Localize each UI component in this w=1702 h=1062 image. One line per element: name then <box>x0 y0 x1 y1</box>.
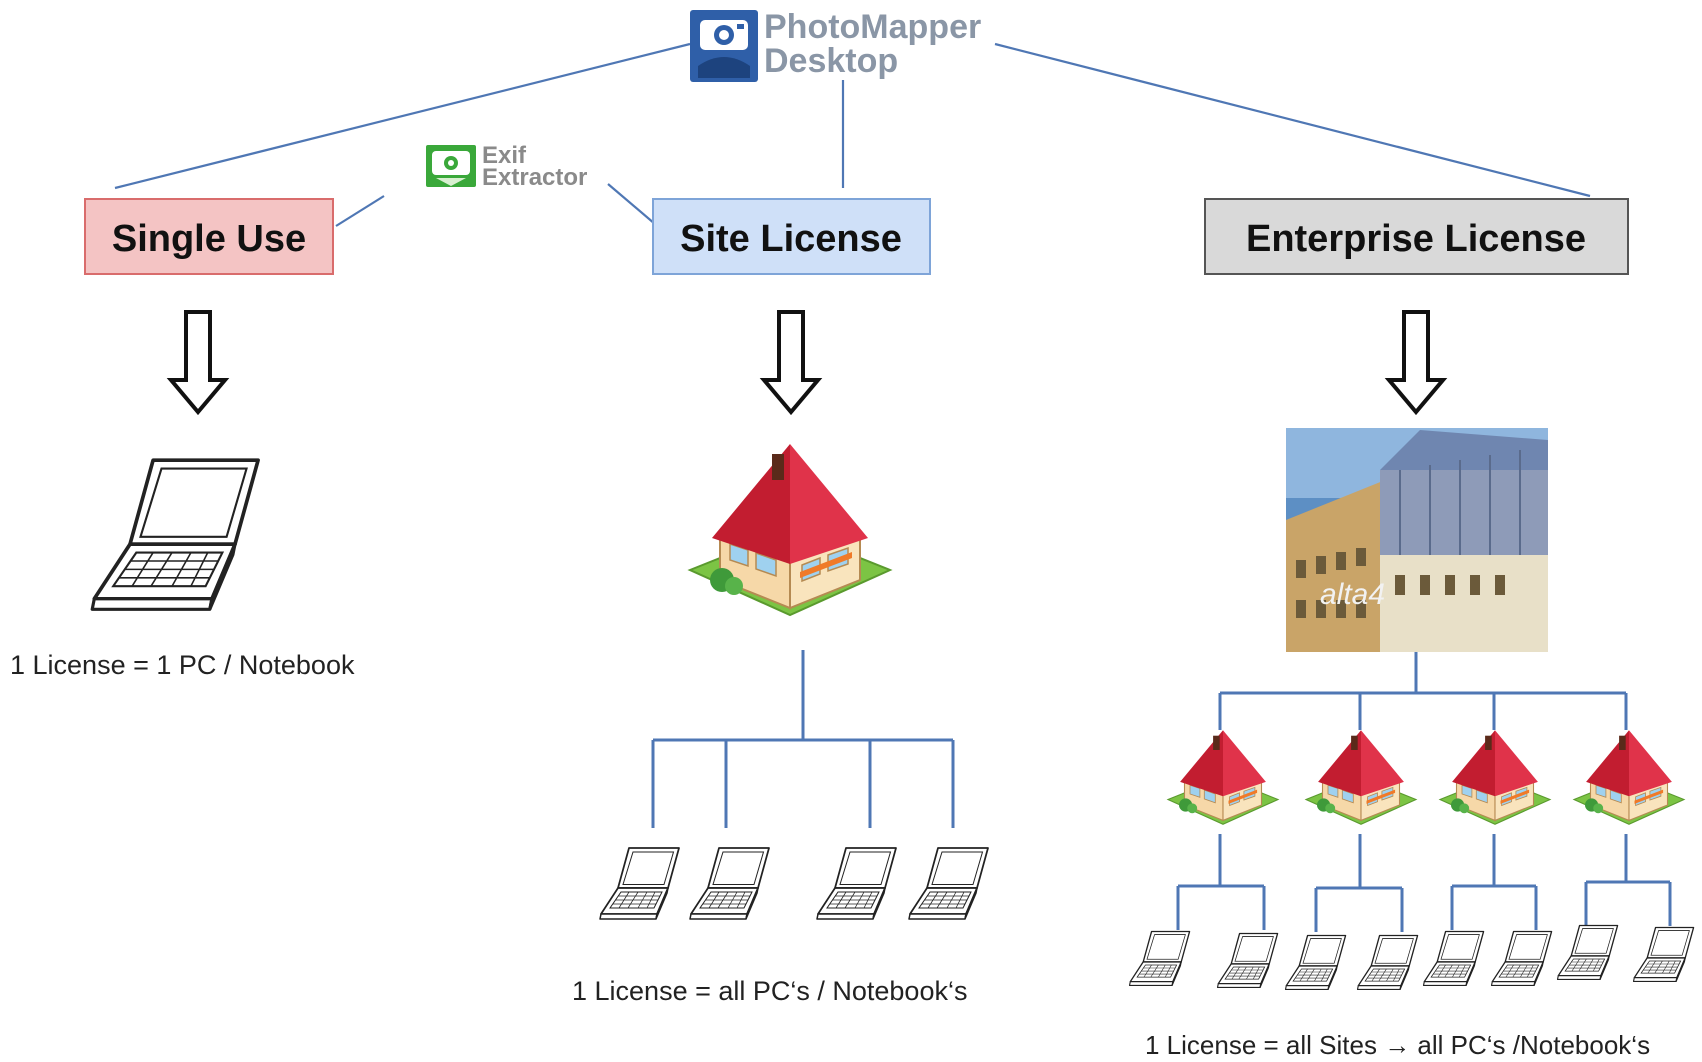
laptop-icon <box>1128 930 1191 987</box>
building-sign: alta4 <box>1320 578 1385 611</box>
laptop-icon <box>1356 934 1419 991</box>
arrow-down-icon <box>1387 310 1445 414</box>
house-icon <box>1573 729 1685 825</box>
addon-name-line2: Extractor <box>482 164 587 191</box>
exif-extractor-logo: Exif Extractor <box>426 142 587 191</box>
product-name-line2: Desktop <box>764 42 898 80</box>
house-icon <box>689 443 891 616</box>
enterprise-license-label: Enterprise License <box>1246 218 1586 260</box>
house-icon <box>1167 729 1279 825</box>
headquarters-building-image: alta4 <box>1286 428 1548 652</box>
enterprise-license-caption: 1 License = all Sites → all PC‘s /Notebo… <box>1145 1030 1650 1060</box>
laptop-icon <box>689 847 770 920</box>
laptop-icon <box>1490 930 1553 987</box>
site-license-caption: 1 License = all PC‘s / Notebook‘s <box>572 976 967 1006</box>
connector-lines <box>114 42 1591 227</box>
single-use-box: Single Use <box>84 198 334 275</box>
single-use-label: Single Use <box>112 218 306 260</box>
laptop-icon <box>1284 934 1347 991</box>
laptop-icon <box>599 847 680 920</box>
arrow-down-icon <box>169 310 227 414</box>
laptop-icon <box>908 847 989 920</box>
site-license-box: Site License <box>652 198 931 275</box>
enterprise-license-box: Enterprise License <box>1204 198 1629 275</box>
site-tree-lines <box>651 650 955 828</box>
addon-name-line1: Exif <box>482 142 527 169</box>
house-icon <box>1439 729 1551 825</box>
enterprise-tree-lines <box>1176 652 1672 932</box>
arrow-down-icon <box>762 310 820 414</box>
product-name-line1: PhotoMapper <box>764 8 981 46</box>
laptop-icon <box>1556 924 1619 981</box>
laptop-icon <box>1632 926 1695 983</box>
site-license-label: Site License <box>680 218 902 260</box>
laptop-icon <box>816 847 897 920</box>
laptop-icon <box>1216 932 1279 989</box>
laptop-icon <box>90 458 260 612</box>
house-icon <box>1305 729 1417 825</box>
photomapper-logo: PhotoMapper Desktop <box>690 8 981 82</box>
laptop-icon <box>1422 930 1485 987</box>
single-use-caption: 1 License = 1 PC / Notebook <box>10 650 355 680</box>
